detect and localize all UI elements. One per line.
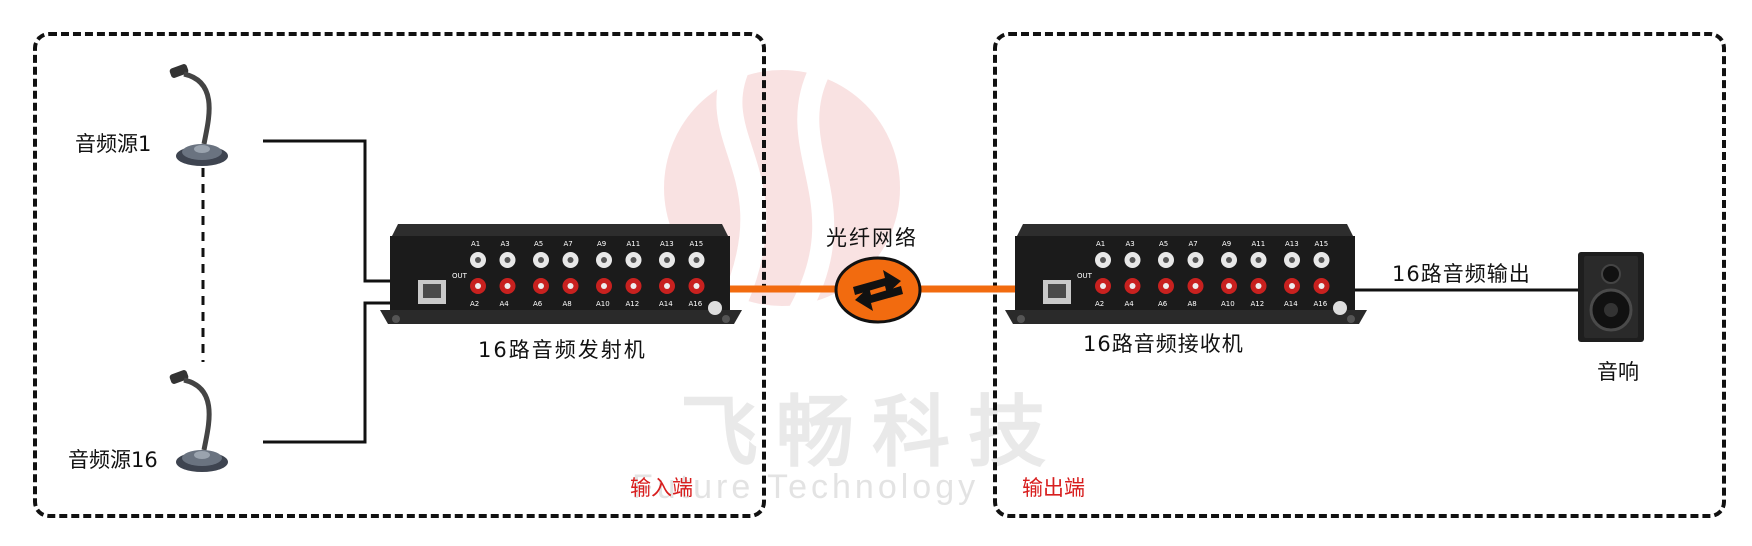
receiver-label: 16路音频接收机	[1083, 332, 1244, 356]
port-label: A11	[627, 240, 641, 248]
fiber-network-icon	[834, 256, 922, 324]
source-16-label: 音频源16	[68, 448, 158, 472]
port-label: A3	[501, 240, 510, 248]
port-label: A4	[1125, 300, 1135, 308]
port-label: A5	[534, 240, 543, 248]
source-1-label: 音频源1	[75, 132, 152, 156]
out-label: OUT	[452, 272, 468, 280]
port-label: A16	[1314, 300, 1328, 308]
input-end-label: 输入端	[630, 476, 693, 500]
port-label: A5	[1159, 240, 1168, 248]
audio-output-label: 16路音频输出	[1392, 262, 1531, 286]
port-label: A2	[470, 300, 479, 308]
port-label: A7	[564, 240, 573, 248]
port-label: A14	[659, 300, 673, 308]
out-label: OUT	[1077, 272, 1093, 280]
port-label: A12	[626, 300, 640, 308]
port-label: A4	[500, 300, 510, 308]
speaker-label: 音响	[1597, 360, 1639, 384]
port-label: A14	[1284, 300, 1298, 308]
port-label: A13	[1285, 240, 1299, 248]
port-label: A8	[1188, 300, 1197, 308]
port-label: A16	[689, 300, 703, 308]
port-label: A15	[1315, 240, 1329, 248]
port-label: A10	[1221, 300, 1235, 308]
microphone-icon	[169, 64, 228, 166]
port-label: A9	[597, 240, 606, 248]
watermark-english: Future Technology	[632, 468, 980, 506]
speaker-icon	[1578, 252, 1644, 342]
port-label: A10	[596, 300, 610, 308]
port-label: A7	[1189, 240, 1198, 248]
transmitter-label: 16路音频发射机	[478, 338, 647, 362]
port-label: A3	[1126, 240, 1135, 248]
port-label: A1	[1096, 240, 1105, 248]
port-label: A12	[1251, 300, 1265, 308]
port-label: A13	[660, 240, 674, 248]
microphone-icon	[169, 370, 228, 472]
watermark-chinese: 飞畅科技	[680, 388, 1065, 478]
output-end-label: 输出端	[1022, 476, 1085, 500]
input-region	[33, 32, 766, 518]
port-label: A6	[1158, 300, 1168, 308]
fiber-network-label: 光纤网络	[826, 226, 918, 250]
port-label: A15	[690, 240, 704, 248]
port-label: A9	[1222, 240, 1231, 248]
port-label: A11	[1252, 240, 1266, 248]
port-label: A8	[563, 300, 572, 308]
port-label: A6	[533, 300, 543, 308]
port-label: A2	[1095, 300, 1104, 308]
output-region	[993, 32, 1726, 518]
port-label: A1	[471, 240, 480, 248]
